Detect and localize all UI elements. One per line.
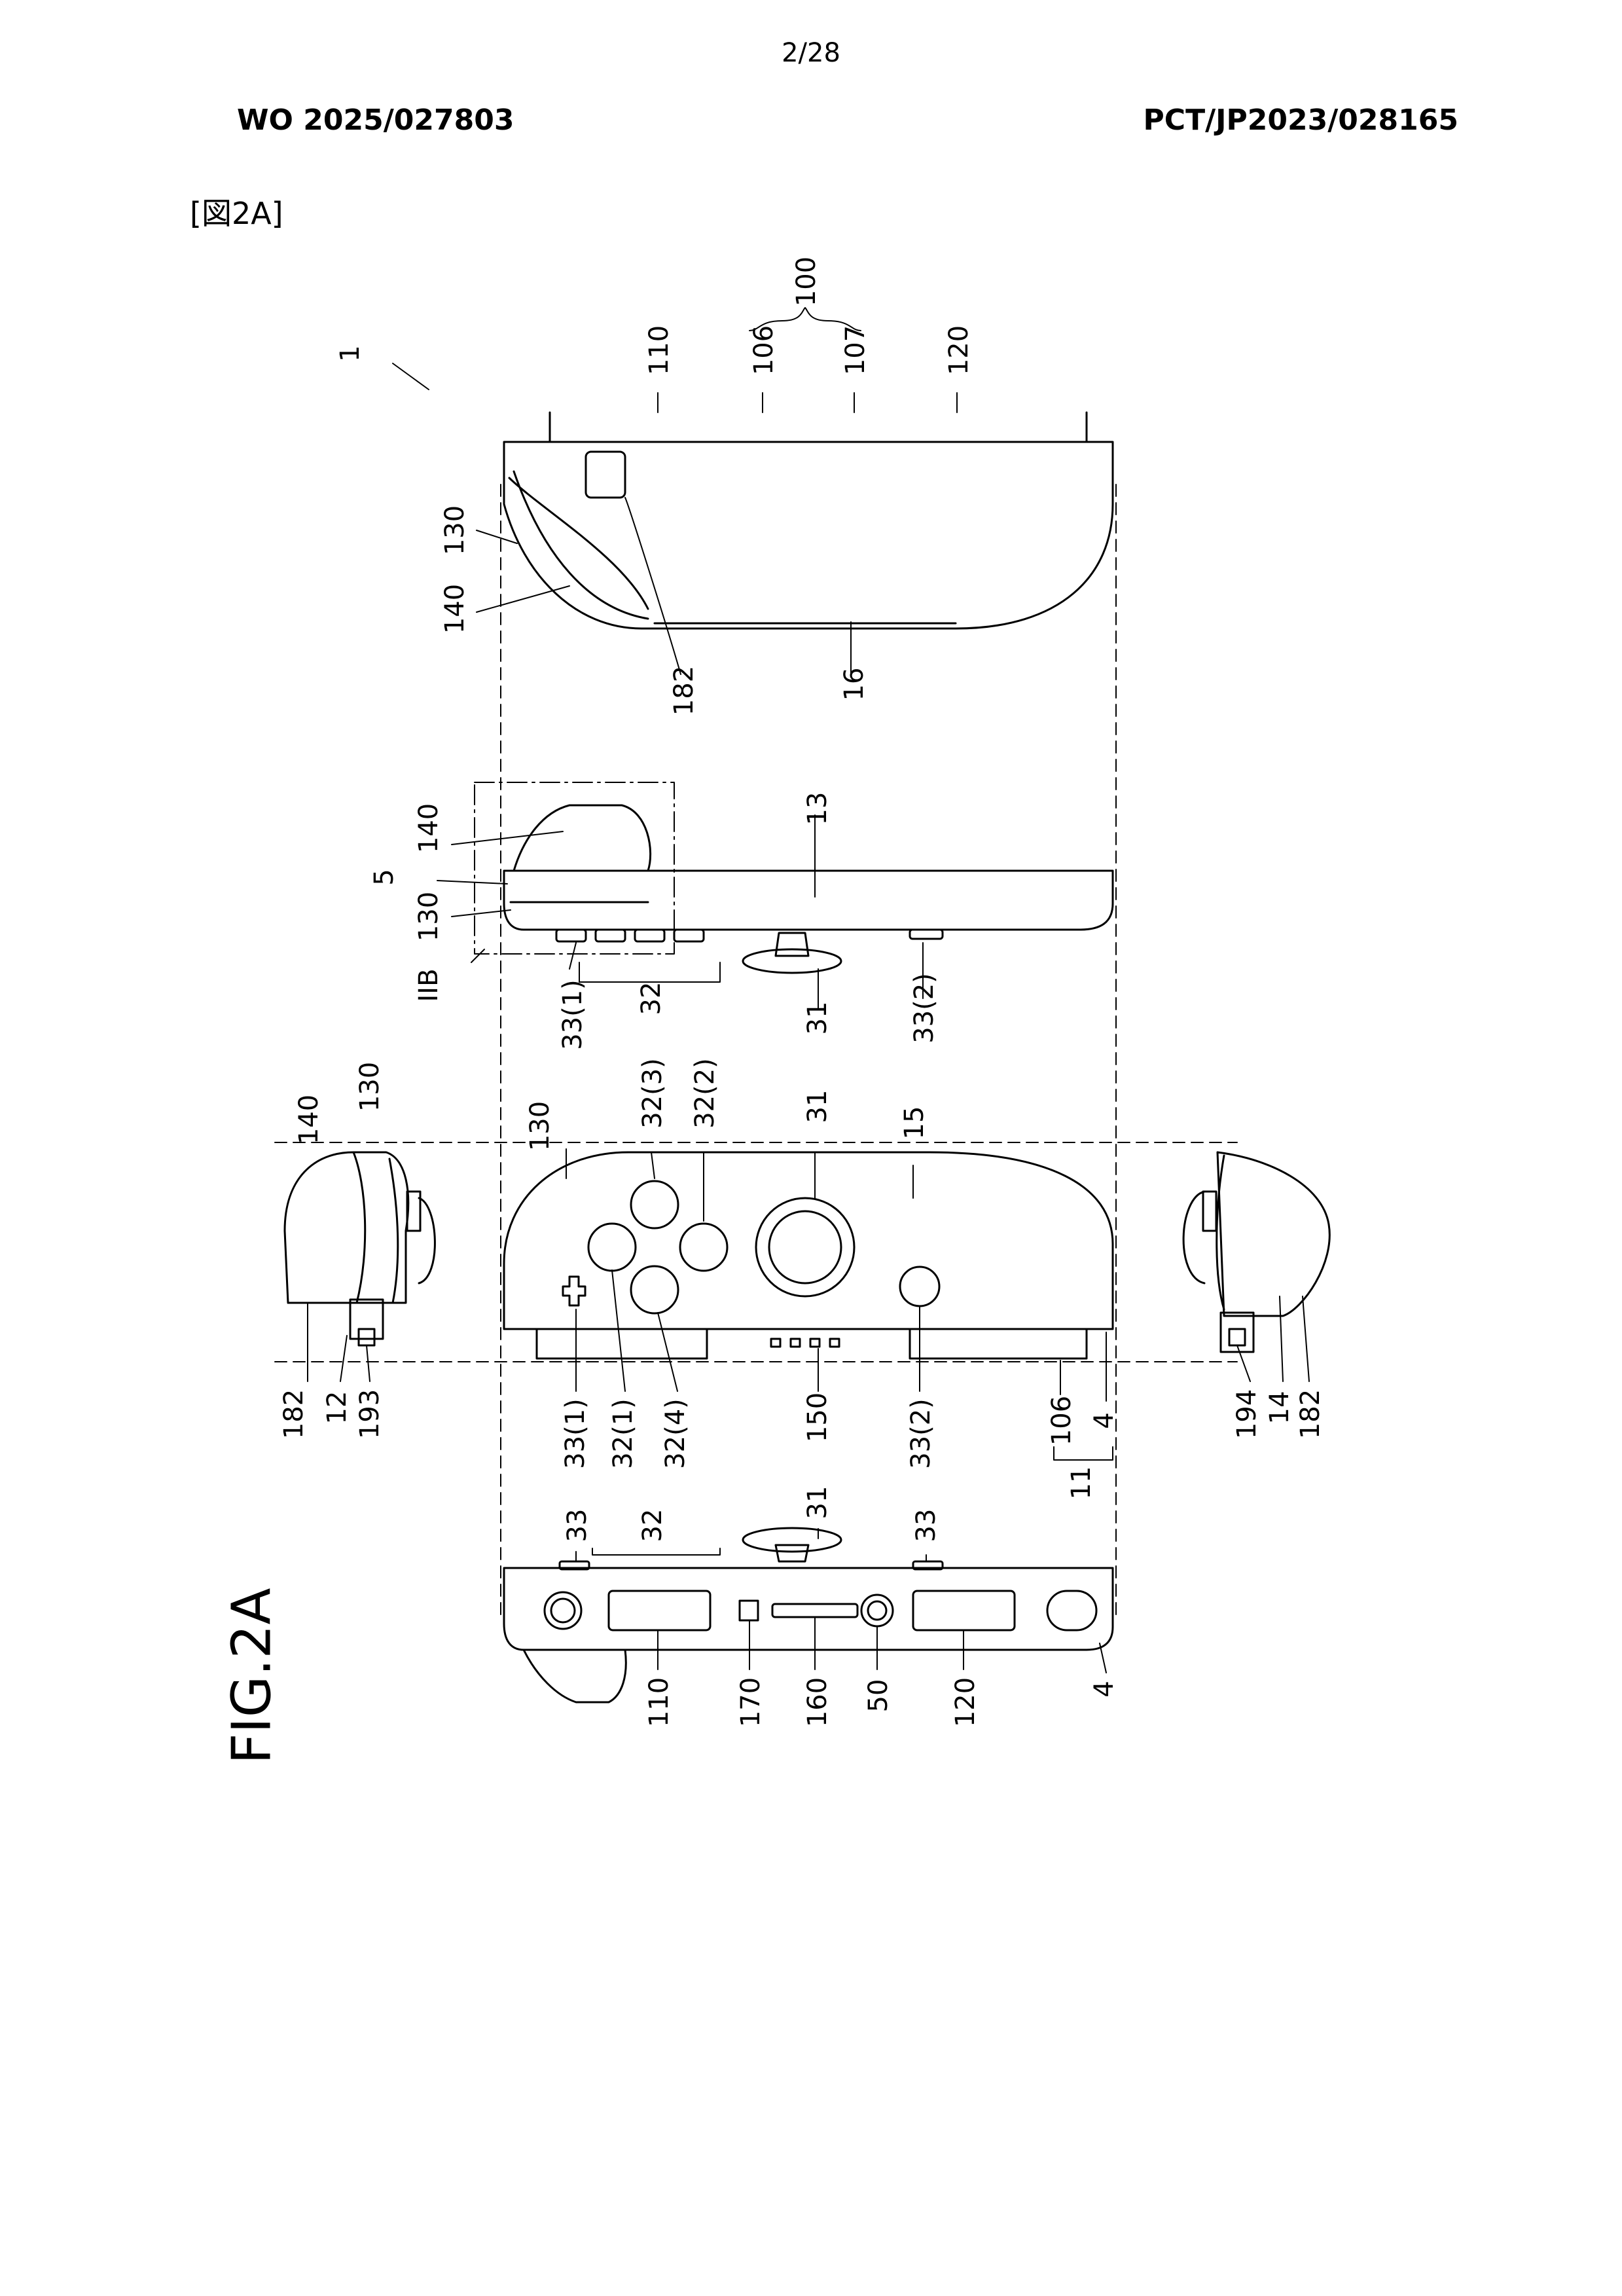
- label-4: 4: [1089, 1412, 1119, 1429]
- label-5: 5: [369, 869, 399, 885]
- label-33-2: 33(2): [909, 973, 939, 1044]
- label-1: 1: [335, 345, 365, 361]
- label-32-1: 32(1): [608, 1398, 638, 1469]
- brace-100: [749, 307, 861, 331]
- button-33-2: [899, 1266, 941, 1307]
- label-182: 182: [1295, 1389, 1325, 1439]
- label-193: 193: [355, 1389, 385, 1439]
- front-view-body: [503, 1151, 1114, 1360]
- label-32-4: 32(4): [660, 1398, 691, 1469]
- label-130: 130: [355, 1062, 385, 1112]
- label-120: 120: [950, 1677, 981, 1727]
- top-view-body: [503, 411, 1114, 630]
- stick-31-outer: [755, 1197, 856, 1298]
- label-50: 50: [863, 1679, 893, 1713]
- projection-guides: [274, 484, 1238, 1618]
- label-107: 107: [840, 325, 871, 375]
- label-12: 12: [322, 1391, 352, 1425]
- label-130: 130: [525, 1101, 555, 1151]
- label-32-2: 32(2): [690, 1058, 720, 1129]
- label-32: 32: [638, 1509, 668, 1542]
- label-16: 16: [839, 668, 869, 701]
- label-182: 182: [669, 666, 699, 716]
- label-33: 33: [562, 1509, 592, 1542]
- label-13: 13: [802, 792, 833, 826]
- label-120: 120: [944, 325, 974, 375]
- label-182: 182: [279, 1389, 309, 1439]
- button-32-4: [630, 1265, 679, 1315]
- bottom-view-body: [503, 1527, 1114, 1704]
- button-32-2: [679, 1222, 729, 1272]
- right-end-view: [1182, 1151, 1331, 1353]
- label-31: 31: [802, 1486, 833, 1520]
- label-130: 130: [440, 505, 470, 555]
- button-32-1: [587, 1222, 637, 1272]
- label-170: 170: [736, 1677, 766, 1727]
- label-14: 14: [1265, 1391, 1295, 1425]
- label-106: 106: [1047, 1396, 1077, 1446]
- dpad-cross: [562, 1275, 586, 1307]
- leader-lines: [307, 363, 1310, 1673]
- application-number: PCT/JP2023/028165: [1143, 103, 1458, 137]
- label-11: 11: [1066, 1467, 1096, 1500]
- label-110: 110: [644, 325, 674, 375]
- label-160: 160: [802, 1677, 833, 1727]
- figure-tag: [図2A]: [190, 196, 283, 231]
- label-32: 32: [636, 982, 666, 1015]
- stick-31-inner: [768, 1210, 842, 1285]
- label-140: 140: [440, 584, 470, 634]
- label-194: 194: [1232, 1389, 1262, 1439]
- label-130: 130: [414, 892, 444, 941]
- label-140: 140: [414, 803, 444, 853]
- label-32-3: 32(3): [638, 1058, 668, 1129]
- label-33-1: 33(1): [560, 1398, 590, 1469]
- detail-box-iib: [474, 782, 675, 955]
- publication-number: WO 2025/027803: [237, 103, 514, 137]
- button-32-3: [630, 1180, 679, 1230]
- label-150: 150: [802, 1393, 833, 1442]
- label-110: 110: [644, 1677, 674, 1727]
- reference-labels: 1 100 110 106 107 120 130 140 182 16 140…: [279, 257, 1325, 1727]
- side-view-body: [503, 804, 1114, 974]
- label-100: 100: [791, 257, 821, 306]
- label-106: 106: [749, 325, 779, 375]
- label-iib: IIB: [414, 968, 444, 1002]
- label-4: 4: [1089, 1681, 1119, 1697]
- label-33-1: 33(1): [558, 979, 588, 1050]
- label-33-2: 33(2): [906, 1398, 936, 1469]
- label-33: 33: [911, 1509, 941, 1542]
- page-number: 2/28: [782, 38, 840, 68]
- label-31: 31: [802, 1002, 833, 1035]
- label-140: 140: [294, 1095, 324, 1144]
- label-15: 15: [899, 1106, 929, 1140]
- label-31: 31: [802, 1090, 833, 1123]
- left-end-view: [283, 1151, 436, 1347]
